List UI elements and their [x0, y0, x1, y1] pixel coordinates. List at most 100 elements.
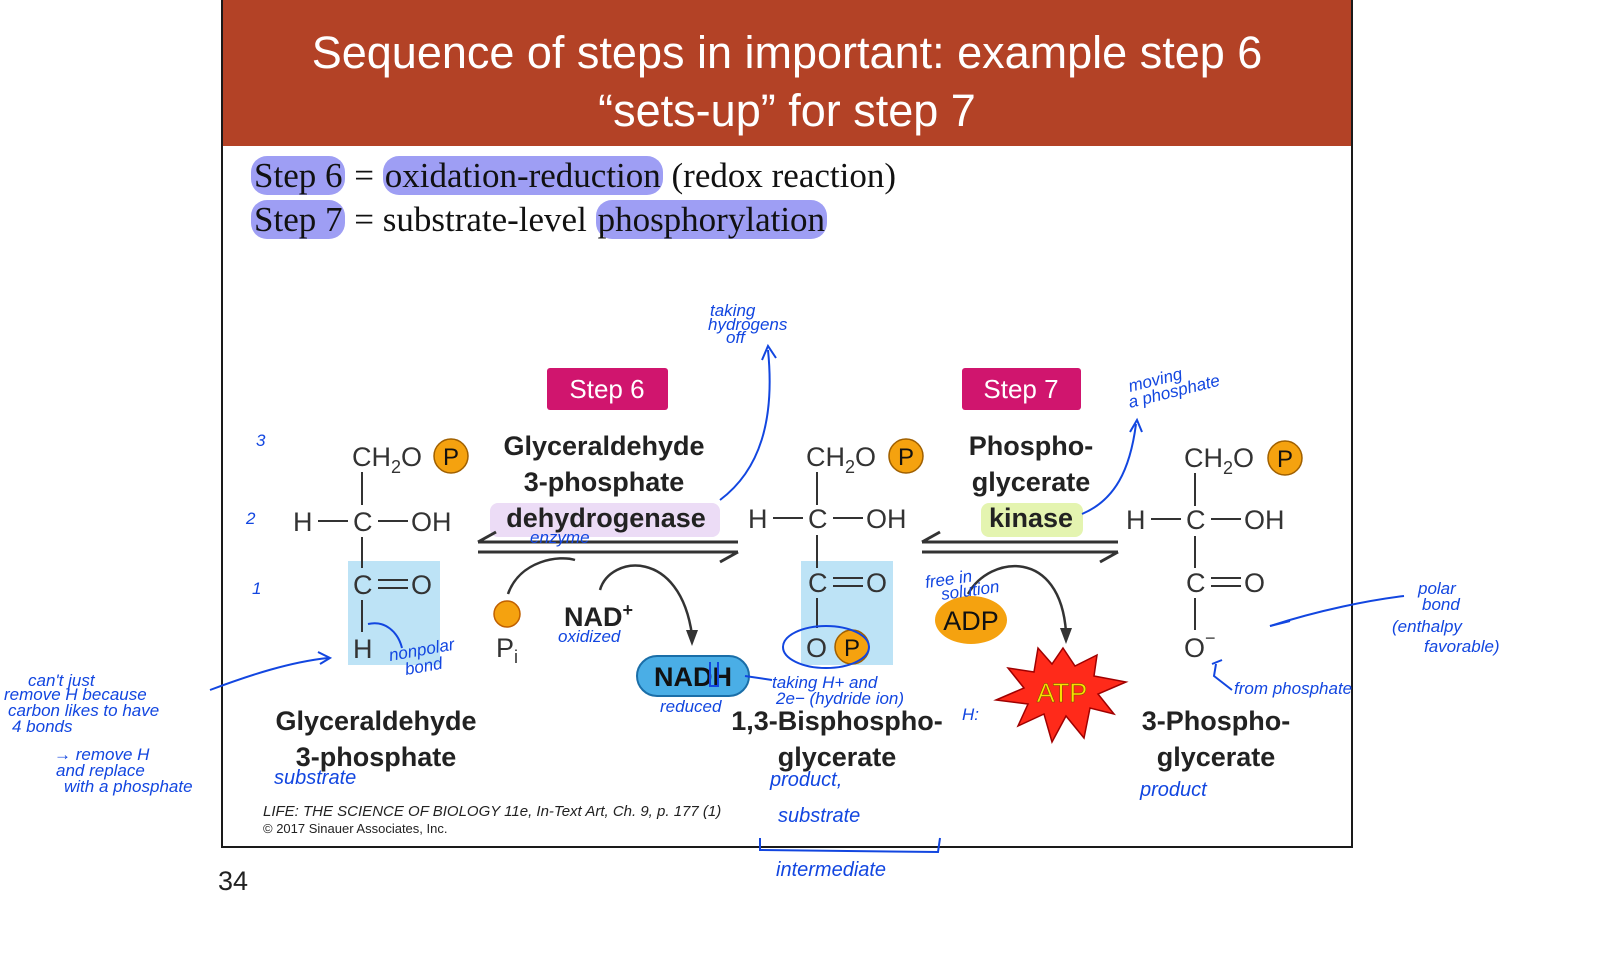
svg-text:CH2O: CH2O — [806, 442, 876, 477]
svg-text:C: C — [1186, 568, 1206, 598]
note-with-phosphate: with a phosphate — [64, 777, 193, 796]
step7-badge-text: Step 7 — [983, 374, 1058, 404]
note-and-replace: and replace — [56, 761, 145, 780]
step7-equilibrium-arrows — [921, 530, 1119, 564]
note-oxidized: oxidized — [558, 627, 621, 646]
highlight-box-mol1 — [348, 561, 440, 665]
svg-text:O: O — [1244, 568, 1265, 598]
svg-text:−: − — [1205, 628, 1216, 648]
step7-definition: Step 7 = substrate-level phosphorylation — [251, 200, 828, 240]
svg-text:P: P — [443, 444, 459, 471]
molecule-3-phosphoglycerate: CH2O P H C OH C O O − — [1126, 440, 1303, 663]
svg-text:OH: OH — [866, 504, 907, 534]
svg-text:H: H — [353, 634, 373, 664]
nad-curved-arrow — [598, 564, 694, 636]
svg-text:O: O — [806, 633, 827, 663]
enzyme6-line1: Glyceraldehyde — [503, 431, 704, 461]
step6-definition: Step 6 = oxidation-reduction (redox reac… — [251, 156, 896, 196]
page-number: 34 — [218, 866, 249, 896]
note-enzyme: enzyme — [530, 528, 590, 547]
inorganic-phosphate-icon — [493, 600, 521, 628]
substrate-level-text: = substrate-level — [345, 200, 596, 239]
mol3-phosphate-icon — [1267, 440, 1303, 476]
note-carbon-likes: carbon likes to have — [8, 701, 159, 720]
adp-oval — [935, 596, 1007, 644]
nadh-label: NADH — [654, 662, 732, 692]
svg-text:P: P — [898, 444, 914, 471]
mol2-name-line1: 1,3-Bisphospho- — [731, 706, 943, 736]
enzyme7-line1: Phospho- — [969, 431, 1093, 461]
adp-curved-arrow — [966, 565, 1068, 633]
oxidation-reduction-term: oxidation-reduction — [382, 156, 663, 195]
svg-text:C: C — [353, 570, 373, 600]
title-line-2: “sets-up” for step 7 — [598, 85, 976, 136]
note-from-phosphate: from phosphate — [1234, 679, 1352, 698]
note-polar: polar — [1417, 579, 1457, 598]
citation-line1: LIFE: THE SCIENCE OF BIOLOGY 11e, In-Tex… — [263, 803, 721, 820]
note-product-comma: product, — [769, 769, 842, 791]
enzyme7-line3: kinase — [989, 503, 1073, 533]
svg-text:OH: OH — [411, 507, 452, 537]
dehydrogenase-highlight — [490, 503, 720, 537]
note-off: off — [726, 328, 747, 347]
mol1-phosphate-icon — [433, 438, 469, 474]
atp-starburst — [993, 646, 1129, 744]
note-enthalpy: (enthalpy — [1392, 617, 1463, 636]
svg-text:O: O — [866, 568, 887, 598]
title-line-1: Sequence of steps in important: example … — [311, 27, 1263, 78]
svg-text:O: O — [1184, 633, 1205, 663]
svg-text:C: C — [808, 568, 828, 598]
mol1-name-line1: Glyceraldehyde — [275, 706, 476, 736]
note-taking-h: taking H+ and — [772, 673, 878, 692]
equals-sign: = — [345, 156, 383, 195]
mol2-name-line2: glycerate — [778, 742, 897, 772]
carbon-number-1: 1 — [252, 579, 261, 598]
note-4-bonds: 4 bonds — [12, 717, 73, 736]
pi-label: Pi — [496, 633, 518, 667]
pi-curved-arrow — [506, 557, 576, 595]
note-product-mol3: product — [1139, 779, 1208, 801]
step6-term: Step 6 — [251, 156, 346, 195]
carbon-number-2: 2 — [245, 509, 256, 528]
phosphorylation-term: phosphorylation — [595, 200, 828, 239]
kinase-highlight — [981, 503, 1083, 537]
enzyme7-line2: glycerate — [972, 467, 1091, 497]
svg-text:OH: OH — [1244, 505, 1285, 535]
svg-text:H: H — [748, 504, 768, 534]
svg-text:CH2O: CH2O — [1184, 443, 1254, 478]
svg-text:H: H — [293, 507, 313, 537]
step7-term: Step 7 — [251, 200, 346, 239]
step6-badge — [547, 368, 668, 410]
citation-line2: © 2017 Sinauer Associates, Inc. — [263, 821, 447, 836]
svg-text:H: H — [1126, 505, 1146, 535]
note-remove-h: remove H because — [4, 685, 147, 704]
step6-badge-text: Step 6 — [569, 374, 644, 404]
mol3-name-line1: 3-Phospho- — [1142, 706, 1291, 736]
note-h-colon: H: — [962, 705, 979, 724]
step6-equilibrium-arrows — [477, 530, 739, 564]
atp-label: ATP — [1037, 678, 1088, 708]
mol2-phosphate-icon — [888, 438, 924, 474]
slide: Sequence of steps in important: example … — [221, 0, 1353, 848]
enzyme6-line3: dehydrogenase — [506, 503, 706, 533]
svg-text:C: C — [353, 507, 373, 537]
mol1-ch2o: CH2O — [352, 442, 422, 477]
svg-text:P: P — [844, 635, 860, 662]
nad-label: NAD+ — [564, 600, 633, 632]
note-taking: taking — [710, 301, 756, 320]
svg-text:P: P — [1277, 446, 1293, 473]
note-hydrogens: hydrogens — [708, 315, 788, 334]
note-intermediate: intermediate — [776, 859, 886, 881]
note-polar-bond: bond — [1422, 595, 1460, 614]
slide-title: Sequence of steps in important: example … — [223, 0, 1351, 146]
note-substrate-mol1: substrate — [274, 767, 356, 789]
carbon-number-3: 3 — [256, 431, 266, 450]
note-favorable: favorable) — [1424, 637, 1500, 656]
enzyme6-line2: 3-phosphate — [524, 467, 685, 497]
note-arrow-remove-h: → remove H — [54, 745, 150, 764]
note-2e-hydride: 2e− (hydride ion) — [775, 689, 904, 708]
svg-text:O: O — [411, 570, 432, 600]
mol1-name-line2: 3-phosphate — [296, 742, 457, 772]
handwritten-annotations — [209, 343, 1405, 854]
